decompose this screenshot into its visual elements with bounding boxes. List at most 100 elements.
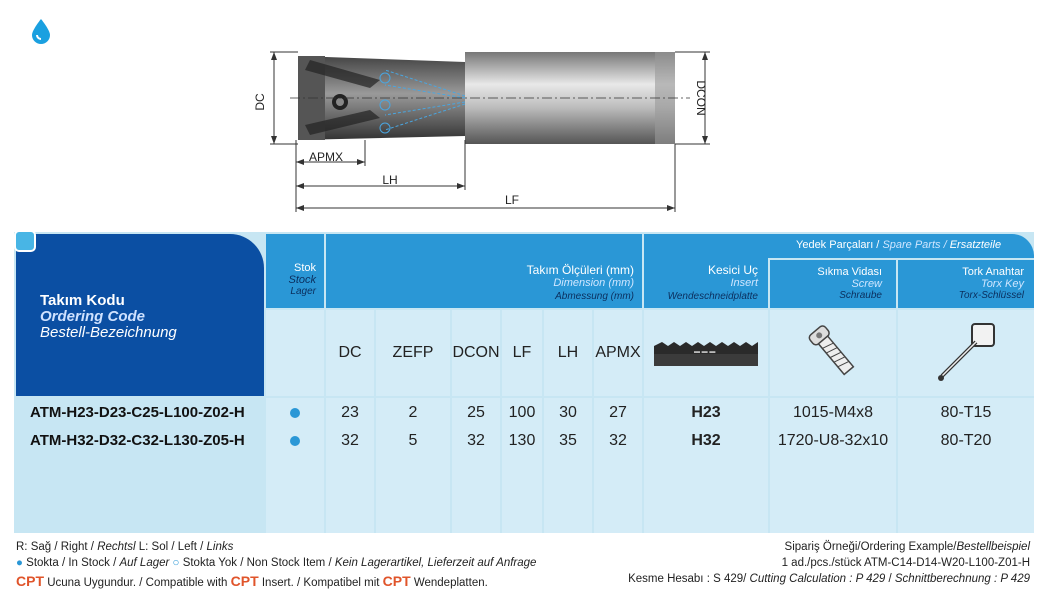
calc-sep: /	[885, 573, 895, 585]
screw-column	[770, 398, 896, 533]
lf-label: LF	[505, 193, 519, 207]
screw-header: Sıkma Vidası Screw Schraube	[770, 260, 896, 308]
order-example-title: Sipariş Örneği/Ordering Example/Bestellb…	[785, 541, 1030, 553]
legend-in-stock: Stokta / In Stock /	[22, 557, 120, 569]
col-header-dcon: DCON	[452, 310, 500, 396]
stock-de: Lager	[290, 286, 316, 297]
cpt-text-1: Ucuna Uygundur. / Compatible with	[44, 577, 231, 589]
key-de: Torx-Schlüssel	[958, 290, 1024, 301]
insert-header: Kesici Uç Insert Wendeschneidplatte	[644, 234, 768, 308]
apmx-label: APMX	[309, 150, 343, 164]
legend-right: R: Sağ / Right /	[16, 541, 98, 553]
row-2-screw: 1720-U8-32x10	[777, 432, 889, 449]
insert-image-cell: ▬ ▬ ▬	[644, 310, 768, 396]
stock-column	[266, 398, 324, 533]
non-stock-circle-icon: ○	[172, 557, 180, 569]
col-header-dc: DC	[326, 310, 374, 396]
row-2-stock-dot	[290, 436, 300, 446]
row-1-lf: 100	[508, 404, 536, 421]
row-2-lf: 130	[508, 432, 536, 449]
insert-en: Insert	[730, 277, 758, 289]
dc-column	[326, 398, 374, 533]
in-stock-dot-icon: ●	[16, 557, 23, 569]
legend-in-stock-de: Auf Lager	[119, 557, 170, 569]
order-example: 1 ad./pcs./stück ATM-C14-D14-W20-L100-Z0…	[781, 557, 1030, 569]
dimension-en: Dimension (mm)	[553, 277, 634, 289]
row-2-key: 80-T20	[940, 432, 992, 449]
row-1-dc: 23	[341, 404, 359, 421]
lh-column	[544, 398, 592, 533]
lf-column	[502, 398, 542, 533]
calc-de: Schnittberechnung : P 429	[894, 573, 1030, 585]
spare-tr: Yedek Parçaları /	[796, 239, 880, 251]
row-2-code: ATM-H32-D32-C32-L130-Z05-H	[30, 432, 245, 449]
dimension-de: Abmessung (mm)	[555, 291, 634, 302]
stock-en: Stock	[288, 274, 316, 286]
row-1-insert: H23	[691, 404, 721, 421]
key-header: Tork Anahtar Torx Key Torx-Schlüssel	[898, 260, 1034, 308]
row-2-dc: 32	[341, 432, 359, 449]
code-header-de: Bestell-Bezeichnung	[40, 324, 177, 341]
code-header-en: Ordering Code	[40, 308, 146, 325]
screw-tr: Sıkma Vidası	[817, 266, 882, 278]
spare-parts-header: Yedek Parçaları / Spare Parts / Ersatzte…	[768, 234, 1034, 258]
screw-en: Screw	[851, 278, 882, 290]
cpt-mark-3: CPT	[382, 573, 411, 589]
cutting-calculation: Kesme Hesabı : S 429/ Cutting Calculatio…	[628, 573, 1030, 585]
cpt-mark-2: CPT	[230, 573, 259, 589]
legend-left: L: Sol / Left /	[135, 541, 207, 553]
row-1-stock-dot	[290, 408, 300, 418]
col-header-zefp: ZEFP	[376, 310, 450, 396]
dcon-label: DCON	[694, 80, 708, 115]
order-title-tr-en: Sipariş Örneği/Ordering Example/	[784, 541, 957, 553]
order-title-de: Bestellbeispiel	[956, 541, 1030, 553]
legend-stock: ● Stokta / In Stock / Auf Lager ○ Stokta…	[16, 557, 536, 569]
row-1-code: ATM-H23-D23-C25-L100-Z02-H	[30, 404, 245, 421]
dimension-tr: Takım Ölçüleri (mm)	[526, 263, 634, 277]
dimension-header: Takım Ölçüleri (mm) Dimension (mm) Abmes…	[326, 234, 642, 308]
calc-en: Cutting Calculation : P 429	[749, 573, 886, 585]
cpt-mark-1: CPT	[16, 573, 44, 589]
torx-key-icon	[938, 323, 995, 381]
col-header-apmx: APMX	[594, 310, 642, 396]
screw-image-cell	[770, 310, 896, 396]
screw-de: Schraube	[839, 290, 882, 301]
screw-icon	[808, 325, 855, 376]
key-column	[898, 398, 1034, 533]
row-1-apmx: 27	[609, 404, 627, 421]
insert-de: Wendeschneidplatte	[667, 291, 758, 302]
col-header-lf: LF	[502, 310, 542, 396]
row-1-dcon: 25	[467, 404, 485, 421]
cpt-text-3: Wendeplatten.	[410, 577, 488, 589]
key-image-cell	[898, 310, 1034, 396]
row-1-key: 80-T15	[940, 404, 992, 421]
row-2-apmx: 32	[609, 432, 627, 449]
lh-label: LH	[382, 173, 397, 187]
legend-non-stock-de: Kein Lagerartikel, Lieferzeit auf Anfrag…	[334, 557, 537, 569]
dc-label: DC	[253, 93, 267, 111]
insert-tr: Kesici Uç	[707, 263, 758, 277]
apmx-column	[594, 398, 642, 533]
col-header-lh: LH	[544, 310, 592, 396]
legend-right-de: Rechtsl	[97, 541, 136, 553]
row-2-lh: 35	[559, 432, 577, 449]
legend-left-de: Links	[206, 541, 234, 553]
stock-header: Stok Stock Lager	[266, 234, 324, 308]
corner-badge	[14, 230, 36, 252]
legend-cpt: CPT Ucuna Uygundur. / Compatible with CP…	[16, 573, 488, 589]
dcon-column	[452, 398, 500, 533]
insert-icon: ▬ ▬ ▬	[654, 342, 758, 366]
key-en: Torx Key	[980, 278, 1024, 290]
cpt-text-2: Insert. / Kompatibel mit	[258, 577, 383, 589]
row-1-lh: 30	[559, 404, 577, 421]
row-2-insert: H32	[691, 432, 721, 449]
tool-drawing: DC DCON APMX LH LF	[253, 51, 710, 212]
legend-non-stock: Stokta Yok / Non Stock Item /	[179, 557, 335, 569]
row-1-zefp: 2	[408, 404, 418, 421]
stock-subheader	[266, 310, 324, 396]
zefp-column	[376, 398, 450, 533]
stock-tr: Stok	[293, 262, 316, 274]
ordering-code-header	[16, 234, 264, 396]
svg-text:▬ ▬ ▬: ▬ ▬ ▬	[694, 349, 715, 355]
calc-tr: Kesme Hesabı : S 429/	[628, 573, 750, 585]
